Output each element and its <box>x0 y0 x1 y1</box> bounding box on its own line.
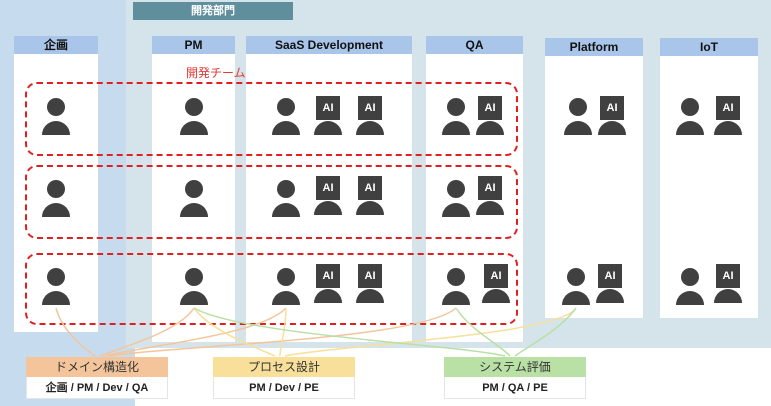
ai-agent-body-icon <box>714 121 742 135</box>
ai-agent-body-icon <box>314 289 342 303</box>
link-system-pe <box>514 307 577 357</box>
function-system-evaluation: システム評価 PM / QA / PE <box>444 357 586 399</box>
ai-agent-body-icon <box>482 289 510 303</box>
function-process-design: プロセス設計 PM / Dev / PE <box>213 357 355 399</box>
column-platform: Platform <box>545 38 643 318</box>
ai-agent-body-icon <box>356 201 384 215</box>
ai-agent-icon: AI <box>316 96 340 120</box>
person-icon <box>564 98 592 135</box>
ai-agent-body-icon <box>476 121 504 135</box>
ai-agent-icon: AI <box>358 176 382 200</box>
ai-agent-body-icon <box>356 289 384 303</box>
ai-agent-icon: AI <box>358 264 382 288</box>
function-domain-structuring: ドメイン構造化 企画 / PM / Dev / QA <box>26 357 168 399</box>
person-icon <box>272 98 300 135</box>
ai-agent-icon: AI <box>484 264 508 288</box>
person-icon <box>442 180 470 217</box>
person-icon <box>42 180 70 217</box>
person-icon <box>272 268 300 305</box>
ai-agent-icon: AI <box>716 264 740 288</box>
ai-agent-icon: AI <box>316 264 340 288</box>
ai-agent-body-icon <box>598 121 626 135</box>
ai-agent-icon: AI <box>478 176 502 200</box>
column-header: Platform <box>545 38 643 56</box>
ai-agent-body-icon <box>314 121 342 135</box>
column-header: IoT <box>660 38 758 56</box>
person-icon <box>562 268 590 305</box>
team-box-1 <box>25 82 518 156</box>
link-domain-dev <box>104 307 287 357</box>
ai-agent-icon: AI <box>478 96 502 120</box>
link-process-dev <box>279 307 287 357</box>
person-icon <box>442 98 470 135</box>
link-system-pm <box>193 307 506 357</box>
column-iot: IoT <box>660 38 758 318</box>
ai-agent-body-icon <box>476 201 504 215</box>
function-members: PM / QA / PE <box>444 377 586 399</box>
column-header: QA <box>426 36 523 54</box>
function-members: 企画 / PM / Dev / QA <box>26 377 168 399</box>
person-icon <box>180 180 208 217</box>
person-icon <box>442 268 470 305</box>
function-title: プロセス設計 <box>213 357 355 377</box>
link-process-pm <box>193 307 276 357</box>
ai-agent-body-icon <box>596 289 624 303</box>
function-members: PM / Dev / PE <box>213 377 355 399</box>
ai-agent-icon: AI <box>358 96 382 120</box>
person-icon <box>676 268 704 305</box>
person-icon <box>42 98 70 135</box>
link-domain-kikaku <box>55 307 96 357</box>
person-icon <box>42 268 70 305</box>
person-icon <box>180 98 208 135</box>
person-icon <box>180 268 208 305</box>
ai-agent-body-icon <box>314 201 342 215</box>
column-header: PM <box>152 36 235 54</box>
function-title: ドメイン構造化 <box>26 357 168 377</box>
function-title: システム評価 <box>444 357 586 377</box>
link-domain-qa <box>109 307 457 357</box>
person-icon <box>272 180 300 217</box>
link-system-qa <box>455 307 511 357</box>
link-domain-pm <box>99 307 195 357</box>
ai-agent-icon: AI <box>316 176 340 200</box>
column-pm: PM <box>152 36 235 342</box>
person-icon <box>676 98 704 135</box>
team-box-3 <box>25 253 518 325</box>
ai-agent-body-icon <box>356 121 384 135</box>
link-process-pe <box>284 307 577 357</box>
ai-agent-icon: AI <box>598 264 622 288</box>
ai-agent-icon: AI <box>716 96 740 120</box>
team-box-2 <box>25 165 518 239</box>
ai-agent-body-icon <box>714 289 742 303</box>
team-label: 開発チーム <box>186 66 246 80</box>
ai-agent-icon: AI <box>600 96 624 120</box>
column-header: SaaS Development <box>246 36 412 54</box>
column-header: 企画 <box>14 36 98 54</box>
department-title: 開発部門 <box>133 2 293 20</box>
